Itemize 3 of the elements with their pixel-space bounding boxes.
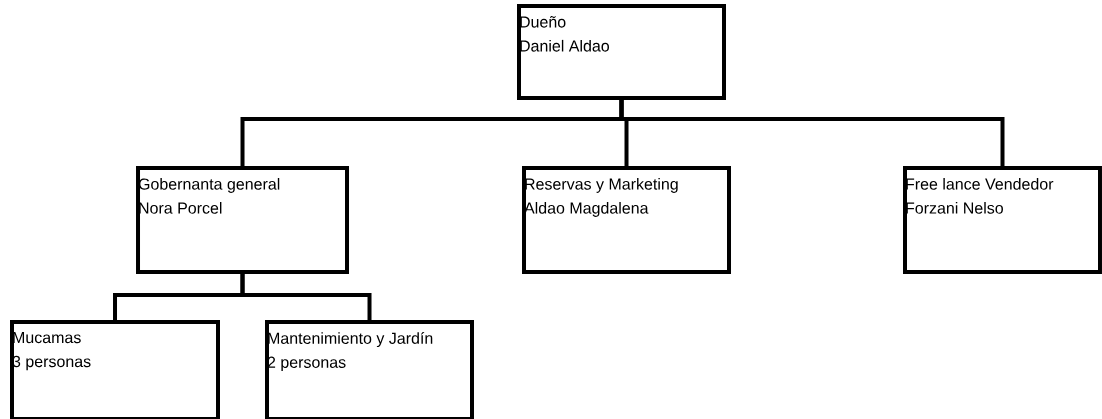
connector-line: [619, 100, 1005, 166]
org-box: Reservas y Marketing Aldao Magdalena: [522, 166, 731, 274]
connector-line: [240, 274, 372, 320]
